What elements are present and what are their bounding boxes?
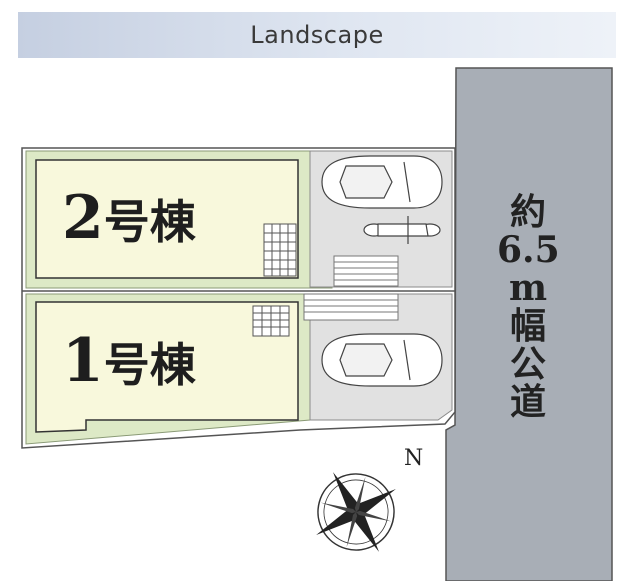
north-label: N [404,446,424,471]
public-road [445,67,613,581]
car-icon [321,155,443,209]
compass-rose-icon [316,472,396,552]
building-2-label: 2号棟 [62,183,196,253]
building-2-outline [35,159,299,279]
building-1-label: 1号棟 [62,326,196,396]
building-1-outline [35,301,299,433]
terrace-grid-1 [252,305,290,337]
terrace-grid-2 [263,223,297,277]
car-icon [321,333,443,387]
banner-label: Landscape [250,21,384,49]
stairs [303,255,399,321]
motorcycle-icon [363,216,441,244]
road-width-label: 約 6.5 m 幅 公 道 [497,191,560,423]
landscape-banner: Landscape [18,12,616,58]
